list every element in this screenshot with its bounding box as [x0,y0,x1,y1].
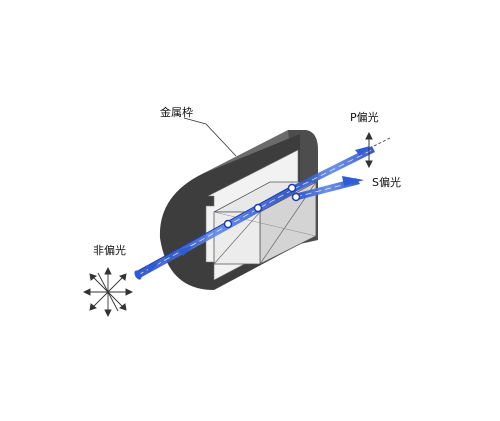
metal-frame-leader [183,117,237,157]
unpolarized-symbol [82,266,134,318]
s-polarized-beam [294,176,364,200]
polarization-markers [223,183,301,229]
s-polarized-label: S偏光 [372,176,401,189]
p-polarized-label: P偏光 [350,111,379,124]
p-polarization-arrow [365,131,373,169]
p-polarized-beam [292,137,391,192]
metal-frame-label: 金属枠 [160,106,193,119]
unpolarized-label: 非偏光 [93,244,126,257]
